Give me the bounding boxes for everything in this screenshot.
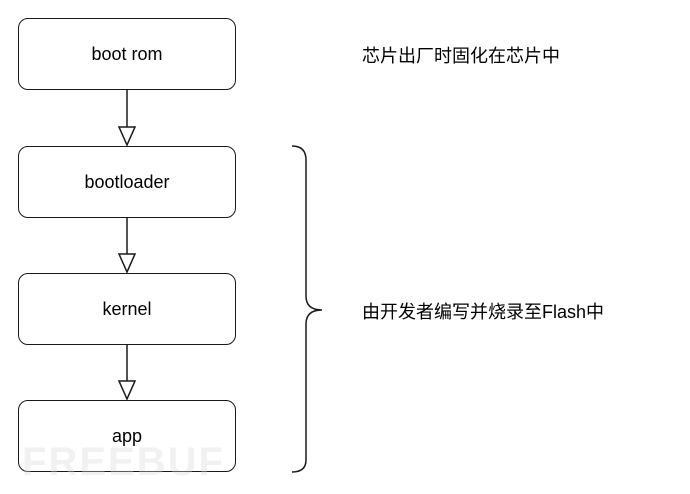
edge-bootloader-kernel-arrowhead bbox=[117, 253, 137, 274]
node-boot-rom-label: boot rom bbox=[91, 43, 163, 64]
node-kernel-label: kernel bbox=[102, 298, 152, 319]
node-bootloader: bootloader bbox=[18, 146, 236, 218]
node-app: app bbox=[18, 400, 236, 472]
node-bootloader-label: bootloader bbox=[84, 171, 170, 192]
annotation-boot-rom: 芯片出厂时固化在芯片中 bbox=[362, 46, 560, 66]
watermark-logo: FREEBUF bbox=[22, 440, 225, 484]
annotation-brace: 由开发者编写并烧录至Flash中 bbox=[362, 302, 605, 322]
node-boot-rom: boot rom bbox=[18, 18, 236, 90]
curly-brace bbox=[291, 145, 323, 473]
node-app-label: app bbox=[111, 425, 143, 446]
edge-kernel-app-arrowhead bbox=[117, 380, 137, 401]
edge-bootrom-bootloader-arrowhead bbox=[117, 126, 137, 147]
node-kernel: kernel bbox=[18, 273, 236, 345]
